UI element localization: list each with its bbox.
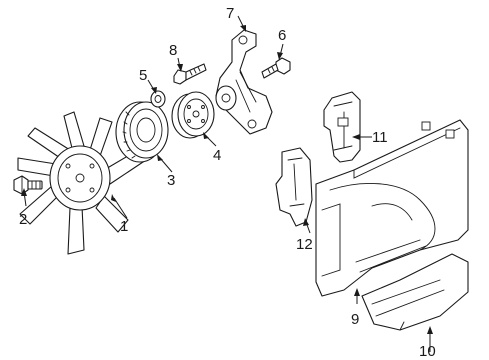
bolt-6-drawing — [261, 57, 291, 79]
callout-3: 3 — [167, 172, 175, 189]
callout-4: 4 — [213, 147, 221, 164]
callout-5: 5 — [139, 67, 147, 84]
fan-clutch-drawing — [115, 101, 169, 163]
pulley-drawing — [171, 91, 215, 139]
callout-1: 1 — [120, 218, 128, 235]
fan-blade-drawing — [17, 111, 147, 255]
fan-shroud-drawing — [315, 119, 469, 297]
nut-drawing — [150, 90, 166, 108]
lower-shroud-drawing — [361, 253, 469, 331]
callout-2: 2 — [19, 211, 27, 228]
callout-9: 9 — [351, 311, 359, 328]
leader-lines — [21, 15, 433, 352]
shroud-piece-11-drawing — [323, 91, 361, 163]
callout-10: 10 — [419, 343, 436, 360]
callout-labels: 1 2 3 4 5 6 7 8 9 10 11 12 — [19, 5, 436, 360]
callout-7: 7 — [226, 5, 234, 22]
fan-bolt-drawing — [13, 175, 43, 195]
side-shroud-piece-12-drawing — [275, 147, 313, 227]
callout-11: 11 — [372, 129, 388, 146]
fan-bracket-drawing — [215, 29, 273, 135]
callout-6: 6 — [278, 27, 286, 44]
callout-8: 8 — [169, 42, 177, 59]
callout-12: 12 — [296, 236, 313, 253]
bolt-8-drawing — [173, 63, 207, 85]
